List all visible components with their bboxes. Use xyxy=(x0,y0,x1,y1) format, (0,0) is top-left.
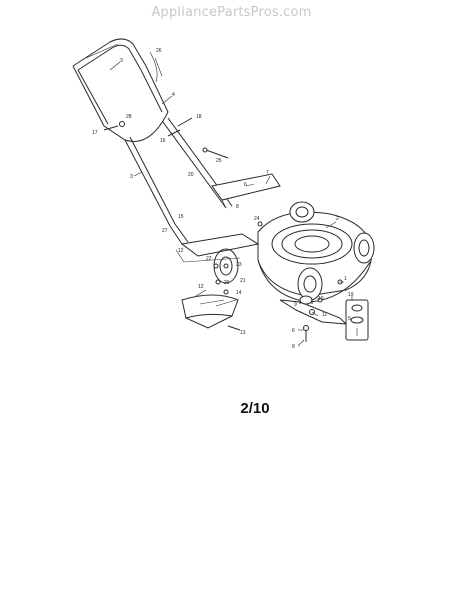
watermark: AppliancePartsPros.com xyxy=(151,5,312,20)
hardware-bolt-14[interactable] xyxy=(223,289,229,295)
rear-wheel-top[interactable] xyxy=(289,201,315,223)
blade-bolt[interactable] xyxy=(303,325,309,343)
hardware-knob-24[interactable] xyxy=(257,221,263,227)
callout-26: 26 xyxy=(156,48,162,54)
blade-adapter[interactable] xyxy=(299,295,313,305)
callout-29: 29 xyxy=(224,280,230,286)
grass-deflector[interactable] xyxy=(181,294,239,329)
callout-2: 2 xyxy=(336,216,339,222)
mower-blade[interactable] xyxy=(279,299,348,325)
hardware-bolt-17[interactable] xyxy=(103,125,119,131)
hardware-washer-22[interactable] xyxy=(215,279,221,285)
callout-labels: 26 3 4 28 18 17 16 25 3 7 6 8 15 2 24 27… xyxy=(92,48,354,350)
hardware-bolt-18[interactable] xyxy=(177,117,193,127)
callout-3: 3 xyxy=(120,58,123,64)
callout-12: 12 xyxy=(178,248,184,254)
hardware-knob-20[interactable] xyxy=(119,121,125,127)
hardware-screw-10[interactable] xyxy=(317,297,323,303)
callout-6: 6 xyxy=(244,182,247,188)
leader-lines xyxy=(109,61,353,347)
callout-8b: 8 xyxy=(292,344,295,350)
callout-6b: 6 xyxy=(292,328,295,334)
callout-28: 28 xyxy=(126,114,132,120)
callout-27: 27 xyxy=(162,228,168,234)
callout-17: 17 xyxy=(92,130,98,136)
callout-11: 11 xyxy=(322,312,327,318)
callout-22: 22 xyxy=(206,256,212,262)
axle-bracket[interactable] xyxy=(175,233,260,263)
callout-18: 18 xyxy=(196,114,202,120)
front-wheel-right[interactable] xyxy=(353,232,375,264)
callout-3b: 3 xyxy=(130,174,133,180)
control-cable[interactable] xyxy=(149,51,163,83)
front-wheel-left[interactable] xyxy=(297,267,323,301)
callout-12b: 12 xyxy=(198,284,204,290)
bolt-25[interactable] xyxy=(202,147,229,159)
callout-4: 4 xyxy=(172,92,175,98)
parts-kit[interactable] xyxy=(345,299,369,341)
hardware-pin-13[interactable] xyxy=(227,325,241,331)
hardware-bolt-23[interactable] xyxy=(213,263,219,269)
callout-10: 10 xyxy=(318,296,324,302)
lower-handle[interactable] xyxy=(103,111,233,245)
callout-19: 19 xyxy=(348,292,354,298)
callout-21: 21 xyxy=(240,278,246,284)
callout-5: 5 xyxy=(348,316,351,322)
callout-15: 15 xyxy=(178,214,184,220)
callout-9: 9 xyxy=(294,302,297,308)
callout-25: 25 xyxy=(216,158,222,164)
callout-23: 23 xyxy=(236,262,242,268)
callout-14: 14 xyxy=(236,290,242,296)
callout-16: 16 xyxy=(160,138,166,144)
upper-handle[interactable] xyxy=(72,38,169,127)
rear-plate[interactable] xyxy=(211,173,281,209)
callout-20: 20 xyxy=(188,172,194,178)
page-number: 2/10 xyxy=(240,400,270,417)
callout-13: 13 xyxy=(240,330,246,336)
callout-24: 24 xyxy=(254,216,260,222)
hardware-bolt-16[interactable] xyxy=(167,129,181,137)
callout-8: 8 xyxy=(236,204,239,210)
callout-7: 7 xyxy=(266,170,269,176)
callout-1: 1 xyxy=(344,276,347,282)
